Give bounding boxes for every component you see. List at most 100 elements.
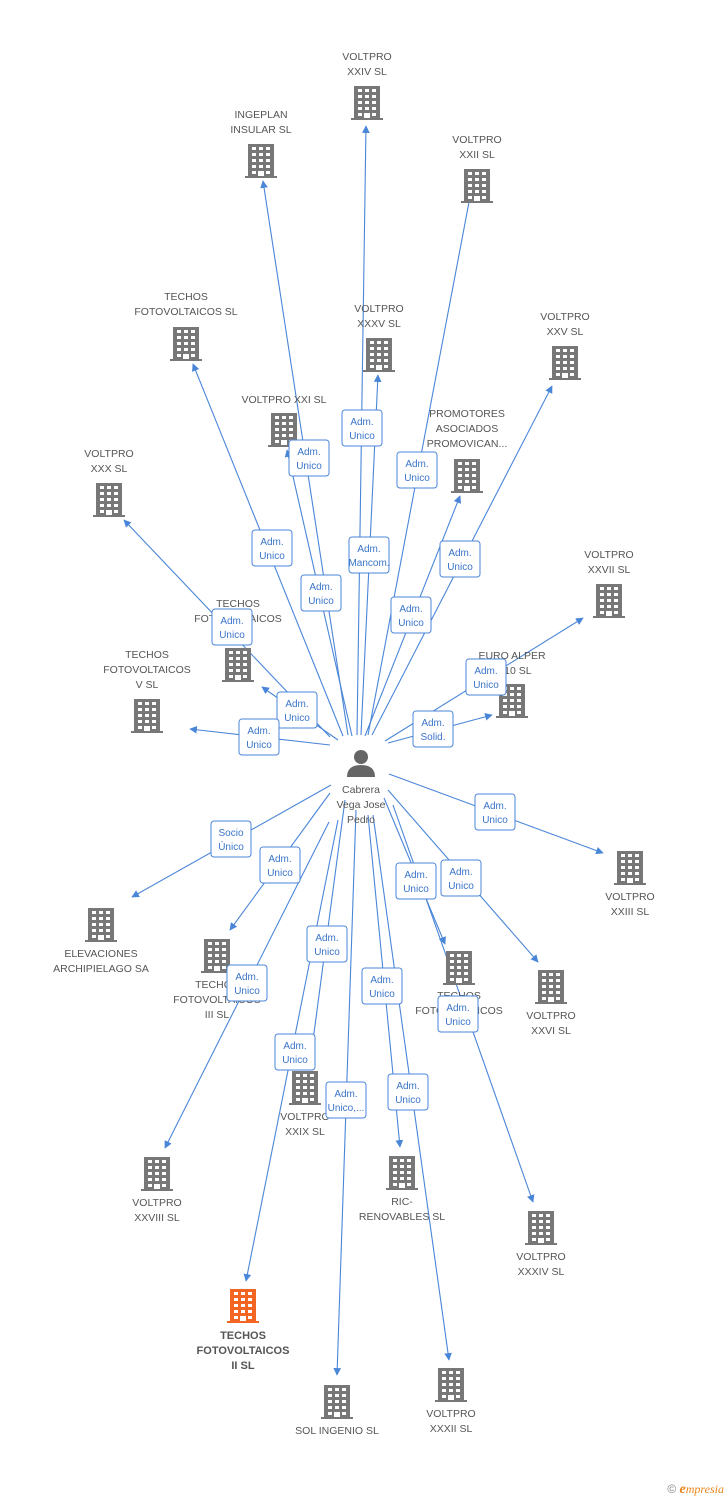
company-label: XXVIII SL	[134, 1212, 180, 1224]
company-node-voltpro-xxi[interactable]: VOLTPRO XXI SL	[242, 394, 327, 447]
relation-badge-text: Adm.	[404, 870, 427, 881]
company-label: III SL	[205, 1009, 230, 1021]
company-label: FOTOVOLTAICOS	[197, 1345, 290, 1357]
relation-badge-voltpro-xxxii[interactable]: Adm.Unico	[387, 1073, 429, 1111]
relation-badge-techos-vi[interactable]: Adm. Unico	[395, 862, 437, 900]
relation-badge-text: Unico	[234, 986, 260, 997]
relation-badge-promotores[interactable]: Adm.Unico	[390, 596, 432, 634]
company-node-promotores[interactable]: PROMOTORESASOCIADOSPROMOVICAN...	[427, 408, 508, 493]
relation-badge-text: Adm.	[220, 616, 243, 627]
company-label: VOLTPRO	[605, 891, 654, 903]
relation-badge-text: Unico	[403, 884, 429, 895]
relation-badge-text: Adm.	[474, 666, 497, 677]
brand-name: mpresia	[685, 1482, 724, 1496]
company-label: PROMOTORES	[429, 408, 505, 420]
relation-badge-voltpro-xxix[interactable]: Adm.Unico	[306, 925, 348, 963]
company-label: INGEPLAN	[234, 109, 287, 121]
relation-badge-voltpro-xxii[interactable]: Adm.Unico	[396, 451, 438, 489]
relation-badge-text: Adm.	[399, 604, 422, 615]
person-label: Pedro	[347, 814, 375, 826]
relation-badge-voltpro-xxvii[interactable]: Adm. Unico	[465, 658, 507, 696]
relation-badge-voltpro-xxx[interactable]: Adm.Unico	[211, 608, 253, 646]
company-node-voltpro-xxviii[interactable]: VOLTPRO XXVIII SL	[132, 1157, 182, 1224]
relation-badge-techos-iii[interactable]: Adm.Unico	[259, 846, 301, 884]
relation-badge-text: Unico	[448, 881, 474, 892]
relation-badge-text: Unico	[314, 947, 340, 958]
relation-badge-techos-ii[interactable]: Adm. Unico	[274, 1033, 316, 1071]
company-label: XXX SL	[91, 463, 128, 475]
company-label: VOLTPRO	[354, 303, 403, 315]
relation-badge-voltpro-xxxv[interactable]: Adm.Mancom.	[348, 536, 390, 574]
relation-badge-techos-fotovoltaicos[interactable]: Adm.Unico	[251, 529, 293, 567]
company-node-sol-ingenio[interactable]: SOL INGENIO SL	[295, 1385, 379, 1437]
building-icon	[351, 86, 383, 120]
person-icon	[347, 750, 375, 777]
relation-badge-techos-iv[interactable]: Adm.Unico	[276, 691, 318, 729]
relation-badge-voltpro-xxi[interactable]: Adm.Unico	[300, 574, 342, 612]
relation-badge-techos-v[interactable]: Adm. Unico	[238, 718, 280, 756]
relation-badge-text: Unico	[447, 562, 473, 573]
relation-badge-voltpro-xxviii[interactable]: Adm.Unico	[226, 964, 268, 1002]
building-icon	[170, 327, 202, 361]
relation-badge-text: Adm.	[483, 801, 506, 812]
relation-badge-text: Unico	[259, 551, 285, 562]
relation-badge-text: Adm.	[370, 975, 393, 986]
relation-badge-text: Adm.	[297, 447, 320, 458]
building-icon	[535, 970, 567, 1004]
company-label: VOLTPRO	[84, 448, 133, 460]
company-label: VOLTPRO XXI SL	[242, 394, 327, 406]
relation-badge-text: Unico	[482, 815, 508, 826]
company-label: VOLTPRO	[426, 1408, 475, 1420]
relation-badge-voltpro-xxvi[interactable]: Adm.Unico	[440, 859, 482, 897]
company-node-voltpro-xxx[interactable]: VOLTPRO XXX SL	[84, 448, 134, 517]
company-label: SOL INGENIO SL	[295, 1425, 379, 1437]
relation-badge-text: Adm.	[334, 1089, 357, 1100]
relation-badge-voltpro-xxiii[interactable]: Adm. Unico	[474, 793, 516, 831]
relation-badge-text: Unico	[246, 740, 272, 751]
company-label: VOLTPRO	[526, 1010, 575, 1022]
relation-badge-text: Unico	[282, 1055, 308, 1066]
company-label: VOLTPRO	[132, 1197, 181, 1209]
relation-badge-voltpro-xxiv[interactable]: Adm.Unico	[341, 409, 383, 447]
building-icon	[614, 851, 646, 885]
relation-badge-text: Adm.	[247, 726, 270, 737]
relation-badge-text: Adm.	[448, 548, 471, 559]
relation-badge-voltpro-xxxiv[interactable]: Adm.Unico	[437, 995, 479, 1033]
company-node-ric[interactable]: RIC-RENOVABLES SL	[359, 1156, 445, 1223]
relation-badge-text: Mancom.	[348, 558, 389, 569]
relation-badge-text: Adm.	[283, 1041, 306, 1052]
company-label: II SL	[231, 1360, 255, 1372]
relation-badge-euro-alper[interactable]: Adm.Solid.	[412, 710, 454, 748]
company-label: FOTOVOLTAICOS SL	[134, 306, 237, 318]
building-icon	[93, 483, 125, 517]
company-label: TECHOS	[164, 291, 208, 303]
relation-badge-voltpro-xxv[interactable]: Adm. Unico	[439, 540, 481, 578]
relation-badge-text: Adm.	[405, 459, 428, 470]
company-label: VOLTPRO	[516, 1251, 565, 1263]
relation-badge-text: Unico	[473, 680, 499, 691]
relation-badge-text: Solid.	[420, 732, 445, 743]
footer-brand: © empresia	[667, 1482, 724, 1498]
relation-badge-ric[interactable]: Adm.Unico	[361, 967, 403, 1005]
company-node-techos-fotovoltaicos[interactable]: TECHOS FOTOVOLTAICOS SL	[134, 291, 238, 361]
relation-badge-ingeplan[interactable]: Adm.Unico	[288, 439, 330, 477]
company-label: TECHOS	[125, 649, 169, 661]
relation-badge-sol-ingenio[interactable]: Adm.Unico,...	[325, 1081, 367, 1119]
